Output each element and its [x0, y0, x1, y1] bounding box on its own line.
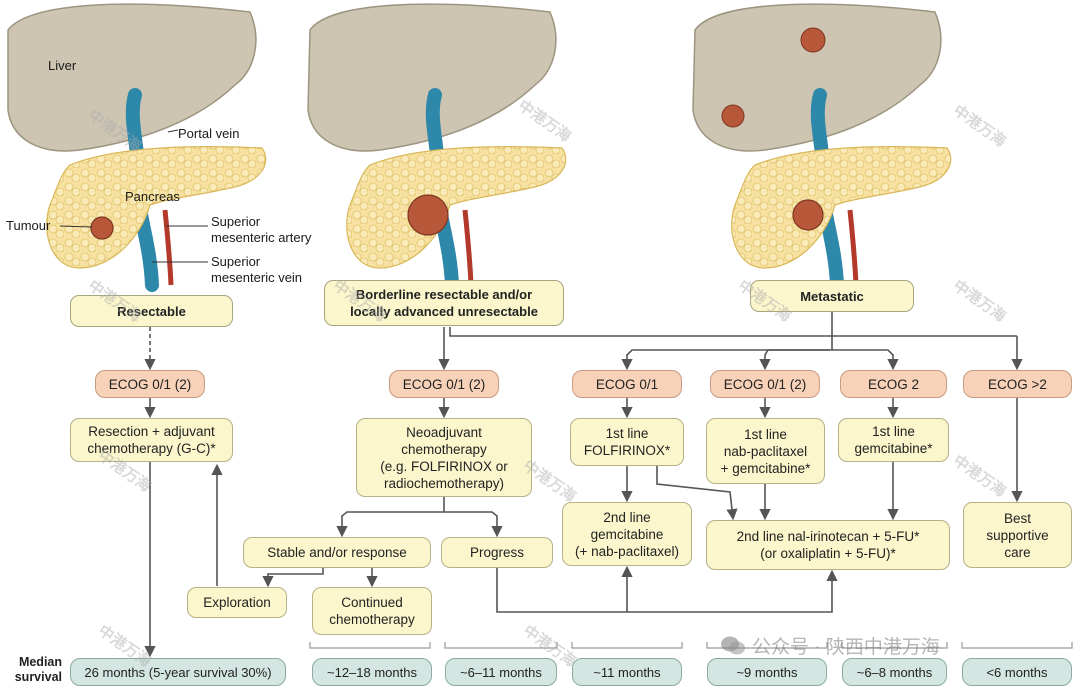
tumour-2: [407, 194, 449, 236]
tumour-label: Tumour: [6, 218, 51, 233]
folfirinox-box: 1st line FOLFIRINOX*: [570, 418, 684, 466]
gemcitabine-box: 1st line gemcitabine*: [838, 418, 949, 462]
tumour-1: [90, 216, 114, 240]
wechat-icon: [721, 636, 745, 654]
survival-best-care: <6 months: [962, 658, 1072, 686]
ecog-borderline: ECOG 0/1 (2): [389, 370, 499, 398]
liver-3: [692, 3, 942, 152]
exploration-box: Exploration: [187, 587, 287, 618]
ecog-resectable: ECOG 0/1 (2): [95, 370, 205, 398]
ecog-gemcitabine: ECOG 2: [840, 370, 947, 398]
survival-folfirinox: ~11 months: [572, 658, 682, 686]
nab-gemcitabine-box: 1st line nab-paclitaxel + gemcitabine*: [706, 418, 825, 484]
stable-response-box: Stable and/or response: [243, 537, 431, 568]
pancreas-1: [46, 145, 267, 269]
pancreas-3: [731, 145, 952, 269]
liver-2: [307, 3, 557, 152]
liver-metastasis-2: [721, 104, 745, 128]
progress-box: Progress: [441, 537, 553, 568]
sma-label: Superior mesenteric artery: [211, 214, 312, 245]
stage-metastatic: Metastatic: [750, 280, 914, 312]
liver-label: Liver: [48, 58, 77, 73]
stage-resectable: Resectable: [70, 295, 233, 327]
wechat-account-overlay: 公众号 · 陕西中港万海: [720, 632, 940, 659]
anatomy-resectable: [7, 3, 267, 292]
ecog-best-care: ECOG >2: [963, 370, 1072, 398]
portal-vein-label: Portal vein: [178, 126, 240, 141]
survival-nab-paclitaxel: ~9 months: [707, 658, 827, 686]
ecog-folfirinox: ECOG 0/1: [572, 370, 682, 398]
liver-1: [7, 3, 257, 152]
tumour-3: [792, 199, 824, 231]
survival-continued: ~12–18 months: [312, 658, 432, 686]
survival-progress: ~6–11 months: [445, 658, 557, 686]
survival-resectable: 26 months (5-year survival 30%): [70, 658, 286, 686]
pancreas-2: [346, 145, 567, 269]
sma-2: [462, 209, 474, 286]
anatomy-metastatic: [692, 3, 952, 292]
sma-1: [162, 209, 174, 286]
stage-borderline: Borderline resectable and/or locally adv…: [324, 280, 564, 326]
second-line-nal-irinotecan-box: 2nd line nal-irinotecan + 5-FU* (or oxal…: [706, 520, 950, 570]
median-survival-label: Median survival: [14, 655, 62, 684]
connectors: [144, 312, 1073, 658]
continued-chemo-box: Continued chemotherapy: [312, 587, 432, 635]
anatomy-borderline: [307, 3, 567, 292]
smv-label: Superior mesenteric vein: [211, 254, 303, 285]
ecog-nab-paclitaxel: ECOG 0/1 (2): [710, 370, 820, 398]
liver-metastasis-1: [800, 27, 826, 53]
best-supportive-care-box: Best supportive care: [963, 502, 1072, 568]
neoadjuvant-box: Neoadjuvant chemotherapy (e.g. FOLFIRINO…: [356, 418, 532, 497]
sma-3: [847, 209, 859, 286]
resection-adjuvant-box: Resection + adjuvant chemotherapy (G-C)*: [70, 418, 233, 462]
second-line-gemcitabine-box: 2nd line gemcitabine (+ nab-paclitaxel): [562, 502, 692, 566]
pancreas-label: Pancreas: [125, 189, 180, 204]
survival-gemcitabine: ~6–8 months: [842, 658, 947, 686]
wechat-account-text: 公众号 · 陕西中港万海: [752, 637, 940, 658]
